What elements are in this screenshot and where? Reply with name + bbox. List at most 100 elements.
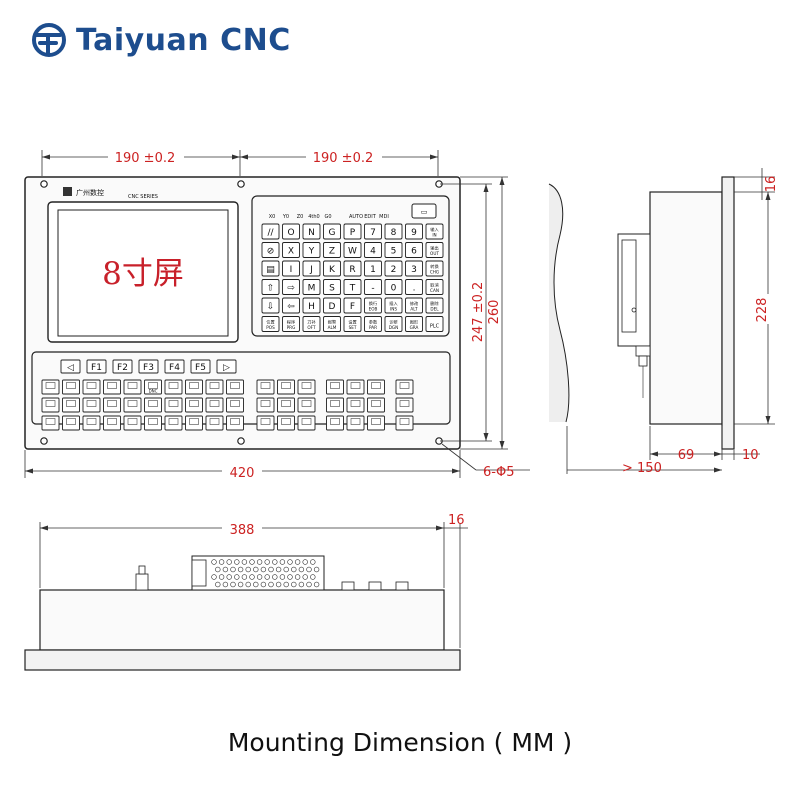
keypad-key[interactable]: 1 xyxy=(364,260,382,277)
machine-key[interactable] xyxy=(395,379,414,395)
keypad-key[interactable]: 3 xyxy=(405,260,423,277)
machine-key[interactable] xyxy=(164,415,183,431)
machine-key[interactable] xyxy=(164,397,183,413)
machine-key[interactable]: DNC xyxy=(144,379,162,395)
machine-key[interactable] xyxy=(326,415,344,431)
machine-key[interactable] xyxy=(277,379,295,395)
keypad-key[interactable]: // xyxy=(261,223,280,240)
machine-key[interactable] xyxy=(185,415,203,431)
machine-key[interactable] xyxy=(277,397,295,413)
machine-key[interactable] xyxy=(346,397,365,413)
machine-key[interactable] xyxy=(205,415,224,431)
machine-key[interactable] xyxy=(367,415,385,431)
machine-key[interactable] xyxy=(205,397,224,413)
machine-key[interactable] xyxy=(297,379,316,395)
machine-key[interactable] xyxy=(297,415,316,431)
keypad-key[interactable]: 6 xyxy=(405,242,423,258)
machine-key[interactable] xyxy=(103,379,121,395)
keypad-key[interactable]: R xyxy=(343,260,362,277)
keypad-key[interactable]: P xyxy=(343,223,362,240)
function-key[interactable]: F5 xyxy=(190,359,211,374)
keypad-key[interactable]: Z xyxy=(323,242,341,258)
keypad-key[interactable]: ⇧ xyxy=(261,279,280,295)
keypad-key[interactable]: I xyxy=(282,260,300,277)
machine-key[interactable] xyxy=(346,379,365,395)
keypad-key[interactable]: ▤ xyxy=(261,260,280,277)
machine-key[interactable] xyxy=(256,397,275,413)
machine-key[interactable] xyxy=(226,397,244,413)
keypad-key[interactable]: PLC xyxy=(425,316,444,332)
keypad-key[interactable]: 9 xyxy=(405,223,423,240)
machine-key[interactable] xyxy=(123,379,142,395)
function-key[interactable]: F2 xyxy=(112,359,133,374)
keypad-key[interactable]: M xyxy=(302,279,321,295)
machine-key[interactable] xyxy=(41,379,60,395)
keypad-key[interactable]: X xyxy=(282,242,300,258)
machine-key[interactable] xyxy=(82,415,101,431)
machine-key[interactable] xyxy=(185,397,203,413)
machine-key[interactable] xyxy=(367,397,385,413)
machine-key[interactable] xyxy=(395,397,414,413)
machine-key[interactable] xyxy=(346,415,365,431)
keypad-key[interactable]: Y xyxy=(302,242,321,258)
machine-key[interactable] xyxy=(62,397,80,413)
machine-key[interactable] xyxy=(256,415,275,431)
machine-key[interactable] xyxy=(205,379,224,395)
machine-key[interactable] xyxy=(326,397,344,413)
keypad-key[interactable]: 2 xyxy=(384,260,403,277)
machine-key[interactable] xyxy=(82,379,101,395)
machine-key[interactable] xyxy=(256,379,275,395)
machine-key[interactable] xyxy=(103,397,121,413)
machine-key[interactable] xyxy=(144,397,162,413)
function-key[interactable]: F1 xyxy=(86,359,107,374)
keypad-key[interactable]: W xyxy=(343,242,362,258)
machine-key[interactable] xyxy=(144,415,162,431)
machine-key[interactable] xyxy=(226,415,244,431)
keypad-key[interactable]: G xyxy=(323,223,341,240)
machine-key[interactable] xyxy=(297,397,316,413)
keypad-key[interactable]: ⇦ xyxy=(282,297,300,314)
keypad-key[interactable]: K xyxy=(323,260,341,277)
machine-key[interactable] xyxy=(226,379,244,395)
machine-key[interactable] xyxy=(123,397,142,413)
keypad-key[interactable]: N xyxy=(302,223,321,240)
machine-key[interactable] xyxy=(367,379,385,395)
machine-key[interactable] xyxy=(326,379,344,395)
machine-key[interactable] xyxy=(164,379,183,395)
function-key[interactable]: ◁ xyxy=(60,359,81,374)
keypad-key[interactable]: 5 xyxy=(384,242,403,258)
keypad-key[interactable]: H xyxy=(302,297,321,314)
keypad-key[interactable]: J xyxy=(302,260,321,277)
machine-key[interactable] xyxy=(123,415,142,431)
keypad-key[interactable]: O xyxy=(282,223,300,240)
keypad-key[interactable]: ⊘ xyxy=(261,242,280,258)
keypad-key[interactable]: D xyxy=(323,297,341,314)
keypad-key[interactable]: 4 xyxy=(364,242,382,258)
keypad-key[interactable]: ⇨ xyxy=(282,279,300,295)
keypad-key[interactable]: 0 xyxy=(384,279,403,295)
machine-key[interactable] xyxy=(395,415,414,431)
machine-key[interactable] xyxy=(62,415,80,431)
machine-key[interactable] xyxy=(185,379,203,395)
function-key[interactable]: F3 xyxy=(138,359,159,374)
keypad-key[interactable]: . xyxy=(405,279,423,295)
machine-key[interactable] xyxy=(82,397,101,413)
function-key[interactable]: F4 xyxy=(164,359,185,374)
machine-key[interactable] xyxy=(277,415,295,431)
machine-key[interactable] xyxy=(41,397,60,413)
keypad-key[interactable]: ⇩ xyxy=(261,297,280,314)
